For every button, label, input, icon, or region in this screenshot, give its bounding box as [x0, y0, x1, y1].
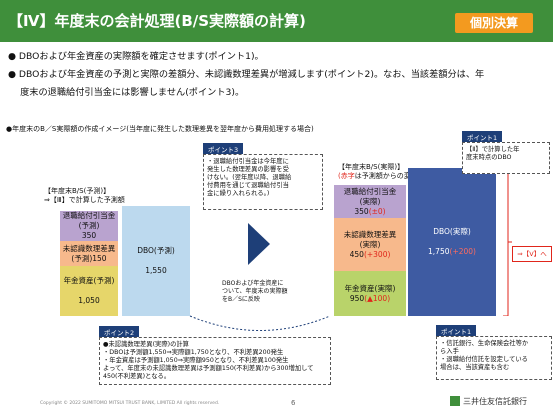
actual-provision-delta: (±0) — [368, 206, 386, 216]
forecast-bs-sublabel: ⇒【Ⅲ】で計算した予測額 — [44, 196, 125, 204]
header-bar: 【Ⅳ】年度末の会計処理(B/S実際額の計算) 個別決算 — [0, 0, 553, 42]
actual-bs-label: 【年度末B/S(実際)】 — [338, 163, 405, 171]
actual-note-rest: は予測額からの変動額) — [354, 172, 428, 180]
actual-unrecognized-title: 未認識数理差異 (実際) — [343, 229, 397, 249]
actual-assets-amount: 950(▲100) — [350, 294, 390, 304]
actual-assets-value: 950 — [349, 293, 365, 303]
bullet-item: 度末の退職給付引当金には影響しません(ポイント3)。 — [8, 87, 245, 98]
actual-provision-amount: 350(±0) — [354, 207, 385, 217]
point2-label: ポイント2 — [99, 326, 140, 338]
actual-provision-bar: 退職給付引当金 (実際) 350(±0) — [334, 185, 406, 218]
actual-assets-delta: (▲100) — [364, 293, 391, 303]
actual-dbo-bar: DBO(実際) 1,750(+200) — [408, 168, 496, 316]
actual-red-note: (赤字 — [338, 172, 355, 180]
actual-provision-title: 退職給付引当金 (実際) — [343, 186, 397, 206]
copyright-text: Copyright © 2022 SUMITOMO MITSUI TRUST B… — [40, 401, 220, 406]
bracket-icon — [503, 168, 512, 316]
forecast-provision-bar: 退職給付引当金 (予測) 350 — [60, 211, 118, 241]
actual-assets-title: 年金資産(実際) — [344, 283, 396, 293]
point1-top-label: ポイント1 — [462, 131, 503, 143]
page-number: 6 — [291, 399, 296, 407]
section-tag: 個別決算 — [455, 13, 533, 33]
diagram-subtitle: ●年度末のB／S実際額の作成イメージ(当年度に発生した数理差異を翌年度から費用処… — [6, 125, 314, 133]
brand-name: 三井住友信託銀行 — [463, 397, 527, 406]
actual-assets-bar: 年金資産(実際) 950(▲100) — [334, 271, 406, 316]
actual-unrecognized-amount: 450(+300) — [350, 250, 391, 260]
actual-bs-sublabel: (赤字は予測額からの変動額) — [338, 172, 427, 181]
actual-unrecognized-delta: (+300) — [363, 249, 391, 259]
forecast-unrecognized-bar: 未認識数理差異 (予測)150 — [60, 241, 118, 266]
brand-logo-icon — [450, 396, 460, 406]
bullet-item: ● DBOおよび年金資産の実際額を確定させます(ポイント1)。 — [8, 51, 264, 62]
middle-note: DBOおよび年金資産に ついて、年度末の実際額 をB／Sに反映 — [222, 280, 288, 303]
actual-dbo-delta: (+200) — [449, 247, 476, 256]
footer: Copyright © 2022 SUMITOMO MITSUI TRUST B… — [0, 396, 553, 413]
arrow-right-icon — [248, 223, 270, 265]
bullet-item: ● DBOおよび年金資産の予測と実際の差額分、未認識数理差異が増減します(ポイン… — [8, 69, 485, 80]
bullet-list: ● DBOおよび年金資産の実際額を確定させます(ポイント1)。 ● DBOおよび… — [8, 48, 553, 102]
point3-label: ポイント3 — [203, 143, 244, 155]
forecast-assets-bar: 年金資産(予測) 1,050 — [60, 266, 118, 316]
point1-bottom-label: ポイント1 — [436, 325, 477, 337]
actual-unrecognized-bar: 未認識数理差異 (実際) 450(+300) — [334, 218, 406, 271]
page-title: 【Ⅳ】年度末の会計処理(B/S実際額の計算) — [8, 12, 306, 30]
to-section-v-label: ⇒【Ⅴ】へ — [512, 246, 552, 262]
point1-bottom-callout: ・信託銀行、生命保険会社等か ら入手 ・退職給付信託を設定している 場合は、当該… — [436, 336, 552, 380]
actual-dbo-amount: 1,750(+200) — [428, 247, 476, 257]
forecast-dbo-bar: DBO(予測) 1,550 — [122, 206, 190, 316]
point3-callout: ・退職給付引当金は今年度に 発生した数理差異の影響を受 けない。(翌年度以降、退… — [203, 154, 323, 210]
forecast-bs-label: 【年度末B/S(予測)】 — [44, 187, 111, 195]
point1-top-callout: 【Ⅱ】で計算した年 度末時点のDBO — [462, 142, 550, 174]
actual-provision-value: 350 — [354, 206, 369, 216]
point2-callout: ●未認識数理差異(実際)の計算 ・DBOは予測額1,550⇒実際額1,750とな… — [99, 337, 331, 385]
actual-unrecognized-value: 450 — [349, 249, 364, 259]
actual-dbo-value: 1,750 — [428, 247, 450, 256]
actual-dbo-title: DBO(実際) — [433, 227, 471, 236]
